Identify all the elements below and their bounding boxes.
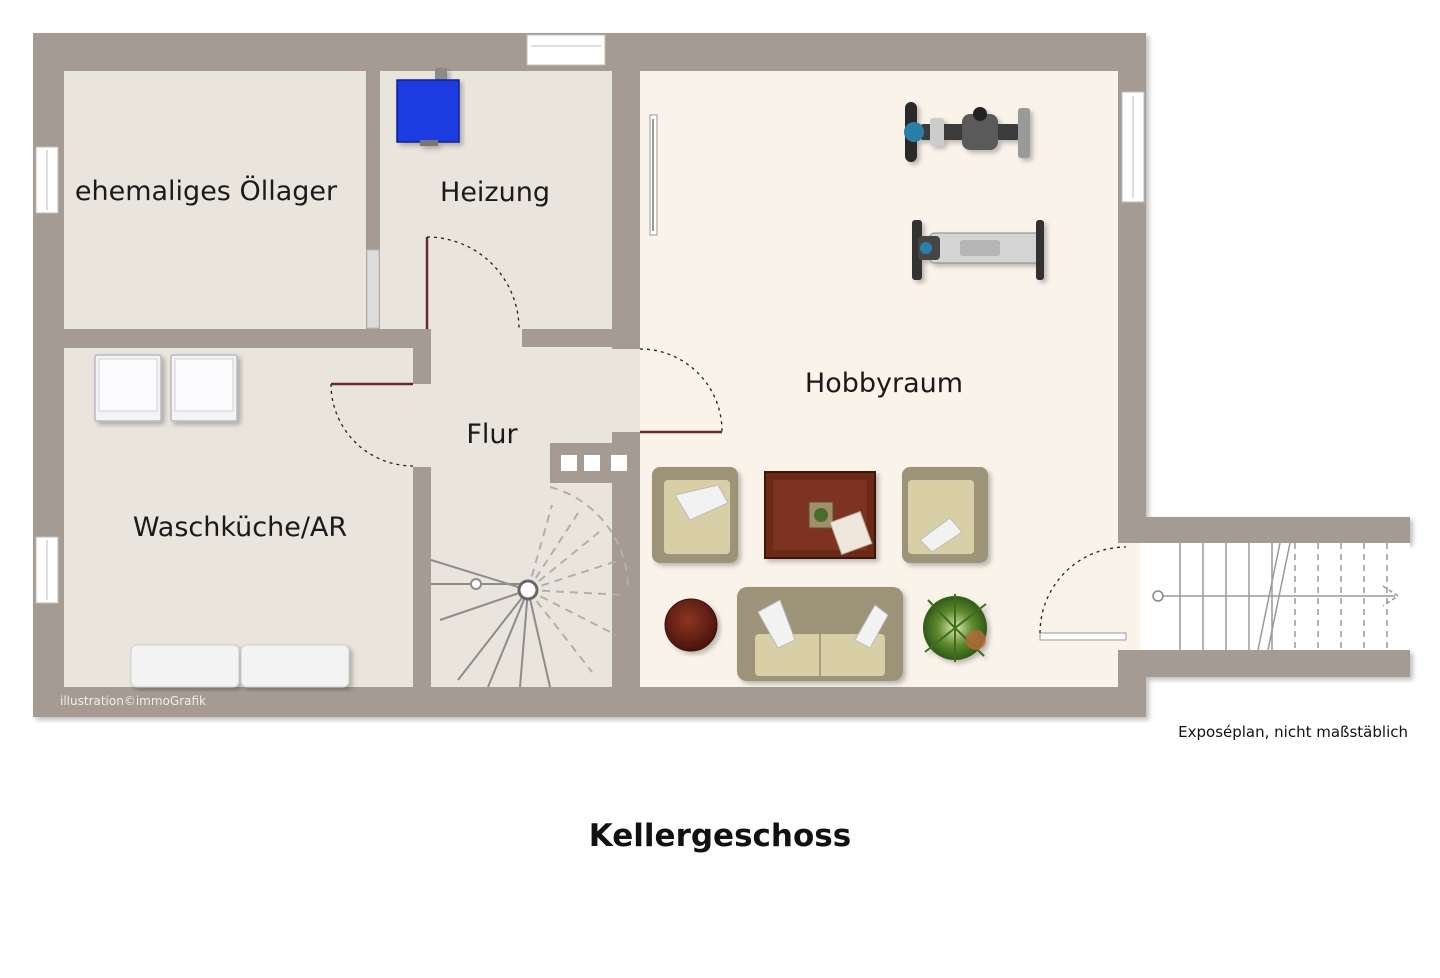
- room-label-hobbyraum: Hobbyraum: [805, 368, 963, 399]
- armchair-icon: [652, 467, 738, 563]
- scale-note: Exposéplan, nicht maßstäblich: [1178, 723, 1408, 741]
- interior-walls: [413, 71, 640, 687]
- floors: [64, 71, 1410, 687]
- storage-counter: [130, 644, 350, 688]
- sofa-icon: [737, 587, 903, 681]
- armchair-icon: [902, 467, 988, 563]
- doors: [330, 114, 1127, 641]
- room-label-flur: Flur: [466, 419, 518, 450]
- coffee-table-icon: [764, 471, 876, 559]
- exterior-stairs-icon: [1152, 542, 1400, 651]
- floor-title: Kellergeschoss: [589, 818, 851, 854]
- rowing-machine-icon: [912, 220, 1044, 280]
- windows: [35, 34, 1145, 604]
- window-top: [526, 34, 606, 66]
- side-table-icon: [664, 598, 718, 652]
- room-label-waschkueche: Waschküche/AR: [133, 512, 347, 543]
- exercise-bike-icon: [904, 102, 1030, 162]
- room-label-heizung: Heizung: [440, 177, 550, 208]
- room-label-oellager: ehemaliges Öllager: [75, 175, 338, 207]
- floor-oellager: [64, 71, 366, 329]
- plant-icon: [923, 594, 987, 662]
- window-internal: [366, 249, 380, 329]
- spiral-staircase-icon: [430, 455, 630, 688]
- dryer-icon: [170, 354, 238, 422]
- image-credit: illustration©immoGrafik: [60, 694, 206, 708]
- heating-unit-icon: [396, 68, 460, 146]
- washing-machine-icon: [94, 354, 162, 422]
- floor-hobbyraum: [640, 71, 1118, 687]
